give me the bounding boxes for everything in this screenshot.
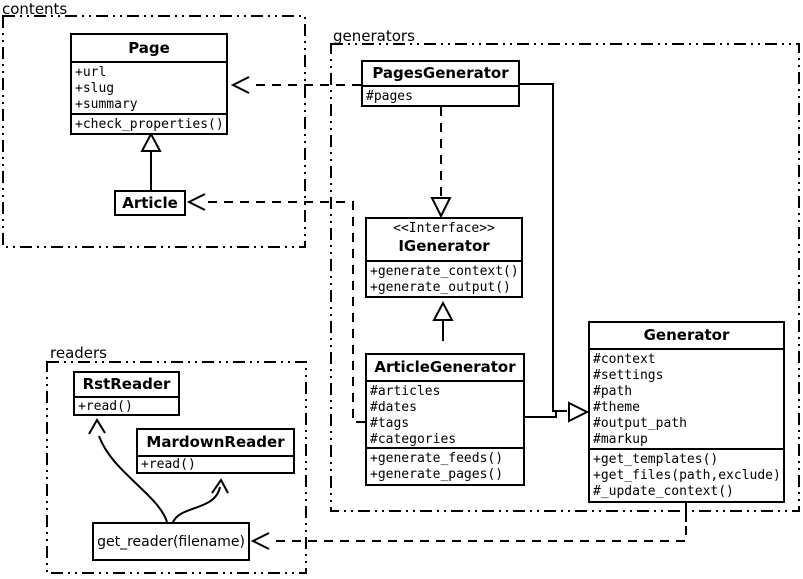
attr: +slug xyxy=(75,81,115,96)
edge-articlegenerator-generator xyxy=(524,411,557,418)
method: +read() xyxy=(141,457,196,472)
class-page-attrs: +url +slug +summary xyxy=(72,63,226,115)
class-rstreader-methods: +read() xyxy=(75,398,178,414)
package-readers-border xyxy=(46,361,307,574)
class-igenerator-name: IGenerator xyxy=(398,237,490,255)
arrowhead-rstreader-icon xyxy=(88,418,106,435)
class-mardownreader-methods: +read() xyxy=(138,457,293,472)
node-getreader: get_reader(filename) xyxy=(92,522,250,561)
arrowhead-article-icon xyxy=(186,193,206,211)
edge-getreader-mardownreader xyxy=(172,486,221,523)
class-rstreader: RstReader +read() xyxy=(73,371,180,416)
attr: #tags xyxy=(370,416,410,431)
attr: #markup xyxy=(593,432,648,447)
attr: +summary xyxy=(75,97,138,112)
package-generators-border xyxy=(330,43,800,512)
edge-getreader-rstreader xyxy=(98,435,168,523)
class-generator-methods: +get_templates() +get_files(path,exclude… xyxy=(590,450,783,501)
arrowhead-page-icon xyxy=(230,76,250,94)
class-articlegenerator-title: ArticleGenerator xyxy=(367,355,523,382)
edge-generator-getreader xyxy=(272,526,687,542)
class-page: Page +url +slug +summary +check_properti… xyxy=(70,33,228,135)
triangle-article-page-icon xyxy=(140,131,162,152)
package-readers-label: readers xyxy=(50,344,107,362)
edge-pagesgenerator-generator xyxy=(519,83,567,412)
class-igenerator-methods: +generate_context() +generate_output() xyxy=(367,262,521,296)
class-rstreader-title: RstReader xyxy=(75,373,178,398)
triangle-igenerator-top-icon xyxy=(430,197,452,219)
method: #_update_context() xyxy=(593,484,734,499)
attr: +url xyxy=(75,65,107,80)
class-articlegenerator-attrs: #articles #dates #tags #categories xyxy=(367,382,523,449)
class-pagesgenerator: PagesGenerator #pages xyxy=(361,60,520,107)
method: +generate_context() xyxy=(370,264,519,279)
edge-articlegenerator-article xyxy=(206,201,365,423)
attr: #output_path xyxy=(593,416,687,431)
class-igenerator-stereotype: <<Interface>> xyxy=(393,221,495,236)
method: +check_properties() xyxy=(75,117,224,132)
class-mardownreader-title: MardownReader xyxy=(138,430,293,457)
class-pagesgenerator-title: PagesGenerator xyxy=(363,62,518,87)
class-article-title: Article xyxy=(122,194,178,212)
class-generator-title: Generator xyxy=(590,323,783,350)
triangle-igenerator-bottom-icon xyxy=(432,300,454,321)
attr: #dates xyxy=(370,400,417,415)
class-page-methods: +check_properties() xyxy=(72,115,226,133)
attr: #categories xyxy=(370,432,457,447)
class-article: Article xyxy=(114,190,186,216)
class-pagesgenerator-attrs: #pages xyxy=(363,87,518,105)
method: +get_templates() xyxy=(593,452,719,467)
attr: #path xyxy=(593,384,633,399)
class-articlegenerator-methods: +generate_feeds() +generate_pages() xyxy=(367,449,523,484)
arrowhead-getreader-icon xyxy=(250,532,270,550)
class-page-title: Page xyxy=(72,35,226,63)
package-contents-label: contents xyxy=(2,0,68,18)
method: +generate_feeds() xyxy=(370,451,504,466)
triangle-generator-icon xyxy=(568,401,590,423)
method: +generate_output() xyxy=(370,280,511,295)
attr: #pages xyxy=(366,89,413,104)
arrowhead-mardownreader-icon xyxy=(211,478,229,494)
class-generator-attrs: #context #settings #path #theme #output_… xyxy=(590,350,783,450)
class-mardownreader: MardownReader +read() xyxy=(136,428,295,474)
package-generators-label: generators xyxy=(333,27,415,45)
class-articlegenerator: ArticleGenerator #articles #dates #tags … xyxy=(365,353,525,486)
attr: #context xyxy=(593,352,656,367)
class-igenerator-title: <<Interface>> IGenerator xyxy=(367,219,521,262)
package-contents-border xyxy=(2,15,306,248)
method: +generate_pages() xyxy=(370,467,504,482)
attr: #settings xyxy=(593,368,664,383)
class-generator: Generator #context #settings #path #them… xyxy=(588,321,785,503)
attr: #theme xyxy=(593,400,640,415)
method: +read() xyxy=(78,399,133,414)
class-igenerator: <<Interface>> IGenerator +generate_conte… xyxy=(365,217,523,298)
attr: #articles xyxy=(370,384,441,399)
method: +get_files(path,exclude) xyxy=(593,468,781,483)
